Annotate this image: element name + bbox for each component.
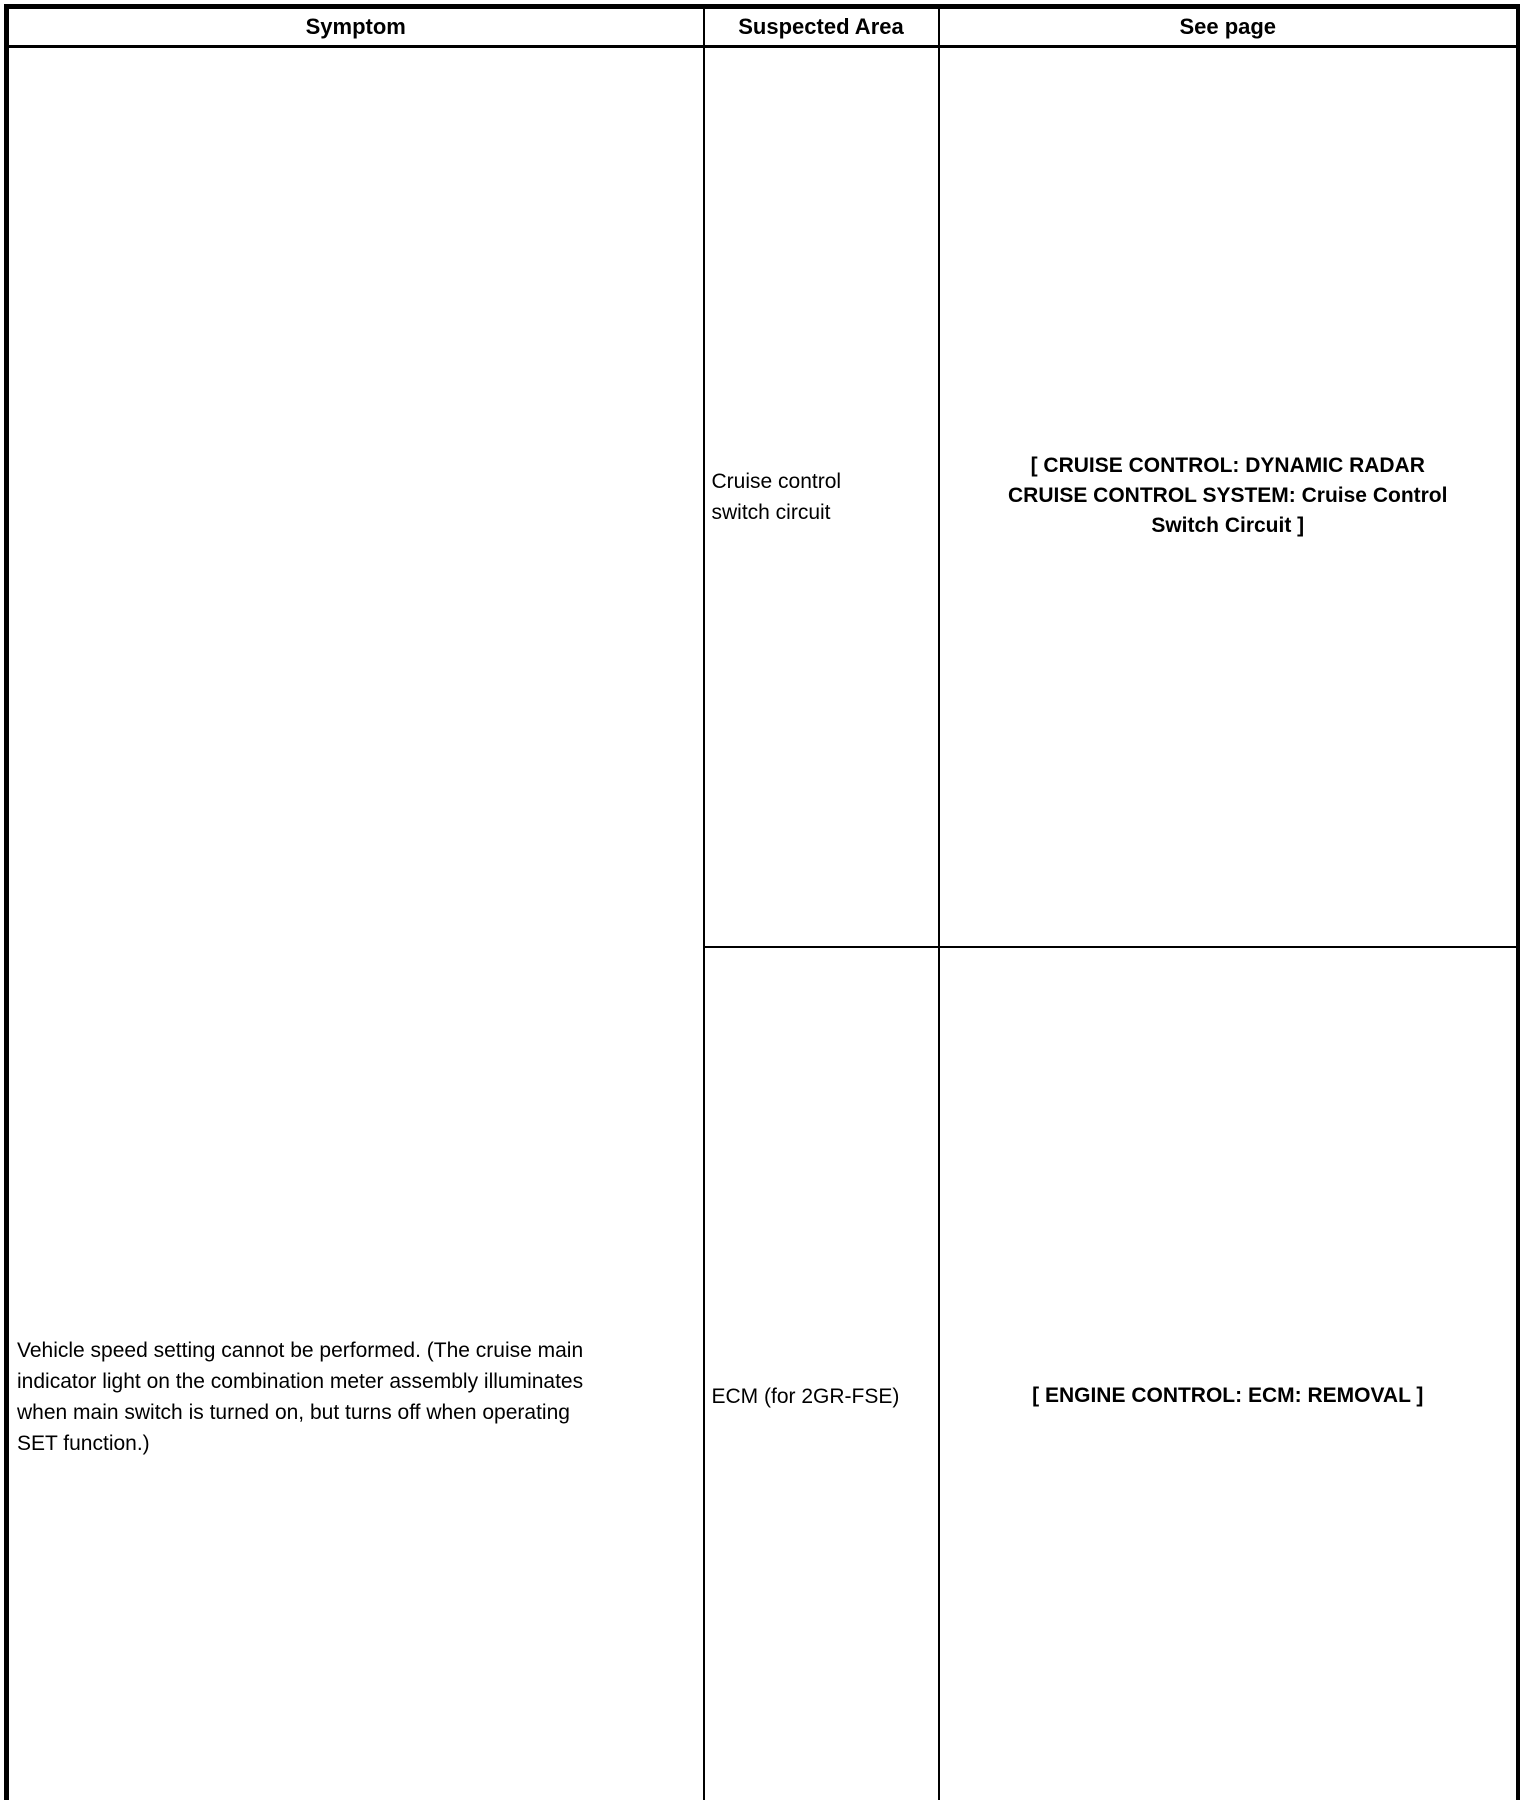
symptom-troubleshooting-table: Symptom Suspected Area See page Vehicle … [4,4,1520,1800]
symptom-cell: Vehicle speed setting cannot be performe… [7,47,704,1800]
see-page-cell: [ ENGINE CONTROL: ECM: REMOVAL ] [939,947,1519,1800]
suspected-area-cell: ECM (for 2GR-FSE) [704,947,939,1800]
column-header-see-page: See page [939,7,1519,47]
table-row: Vehicle speed setting cannot be performe… [7,47,1519,947]
column-header-suspected-area: Suspected Area [704,7,939,47]
suspected-area-cell: Cruise control switch circuit [704,47,939,947]
table-header-row: Symptom Suspected Area See page [7,7,1519,47]
see-page-cell: [ CRUISE CONTROL: DYNAMIC RADAR CRUISE C… [939,47,1519,947]
manual-page: Symptom Suspected Area See page Vehicle … [0,0,1520,900]
column-header-symptom: Symptom [7,7,704,47]
